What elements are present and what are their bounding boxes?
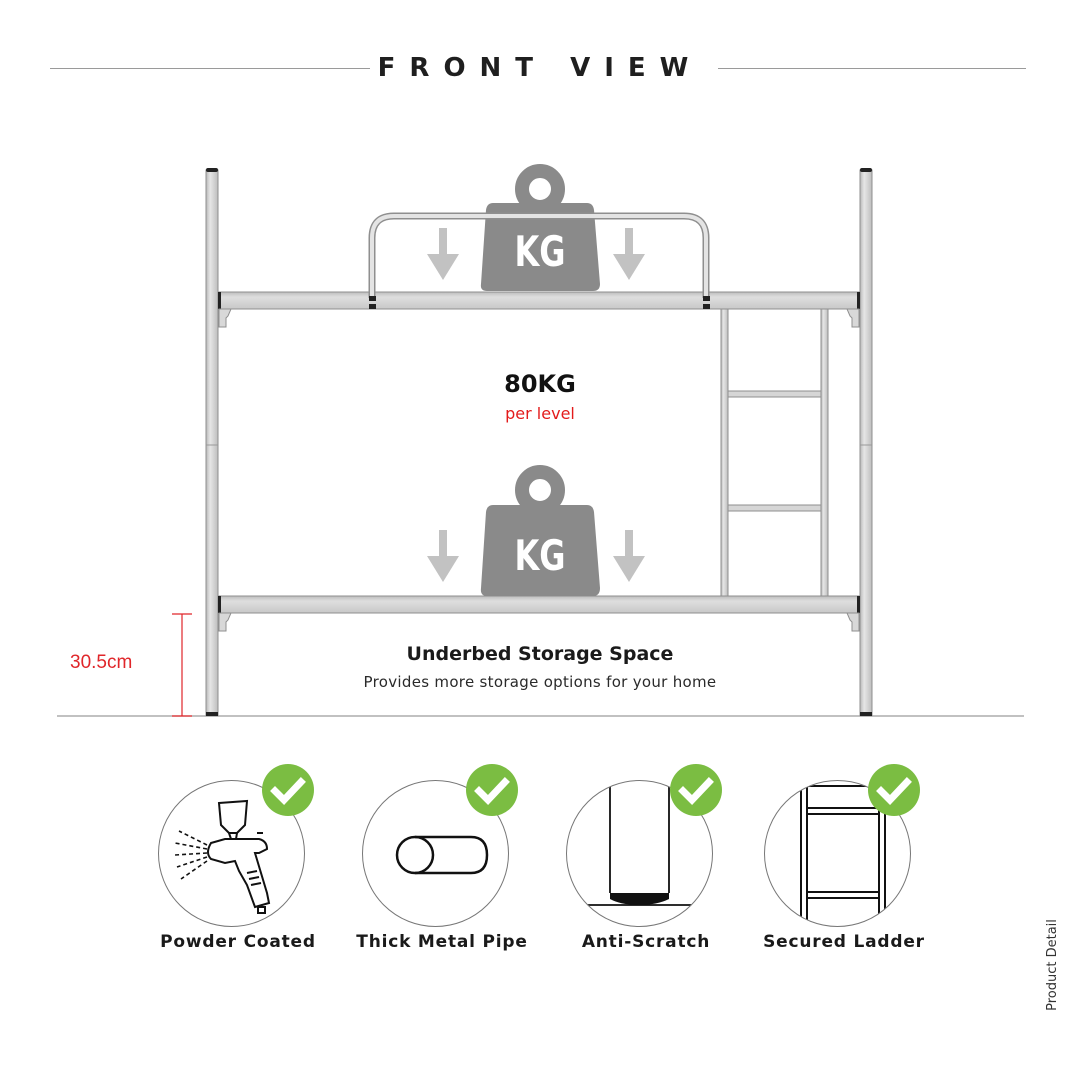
feature-label: Thick Metal Pipe xyxy=(356,932,528,952)
bunk-bed-diagram: KG KG xyxy=(57,164,1024,717)
check-badge-icon xyxy=(466,764,518,816)
side-label: Product Detail xyxy=(1045,919,1060,1011)
arrow-down-icon xyxy=(427,228,645,280)
check-badge-icon xyxy=(670,764,722,816)
bottom-weight-icon: KG xyxy=(480,465,600,596)
title-rule-left xyxy=(50,68,370,69)
bottom-rail xyxy=(217,595,861,632)
feature-circle xyxy=(158,780,305,927)
check-badge-icon xyxy=(262,764,314,816)
guard-rail xyxy=(368,212,710,309)
leg-cap-icon xyxy=(567,781,712,906)
storage-description: Provides more storage options for your h… xyxy=(363,673,717,691)
title-rule-right xyxy=(718,68,1026,69)
left-post xyxy=(205,168,219,717)
feature-label: Secured Ladder xyxy=(763,932,925,952)
feature-anti-scratch: Anti-Scratch xyxy=(556,764,736,970)
capacity-value: 80KG xyxy=(504,370,576,398)
dimension-marker xyxy=(172,613,192,717)
feature-label: Anti-Scratch xyxy=(581,932,711,952)
feature-label: Powder Coated xyxy=(160,932,316,952)
check-badge-icon xyxy=(868,764,920,816)
top-weight-icon: KG xyxy=(480,164,600,291)
svg-text:KG: KG xyxy=(514,227,565,276)
right-post xyxy=(859,168,873,717)
capacity-subtitle: per level xyxy=(505,404,575,423)
feature-powder-coated: Powder Coated xyxy=(148,764,328,970)
dimension-label: 30.5cm xyxy=(70,652,133,673)
spray-gun-icon xyxy=(174,799,271,914)
feature-secured-ladder: Secured Ladder xyxy=(754,764,934,970)
storage-title: Underbed Storage Space xyxy=(406,643,674,665)
ladder xyxy=(720,308,829,597)
arrow-down-icon xyxy=(427,530,645,582)
page-title: FRONT VIEW xyxy=(377,53,703,83)
pipe-icon xyxy=(395,835,489,875)
feature-thick-metal-pipe: Thick Metal Pipe xyxy=(352,764,532,970)
svg-text:KG: KG xyxy=(514,531,565,580)
top-rail xyxy=(217,291,861,328)
